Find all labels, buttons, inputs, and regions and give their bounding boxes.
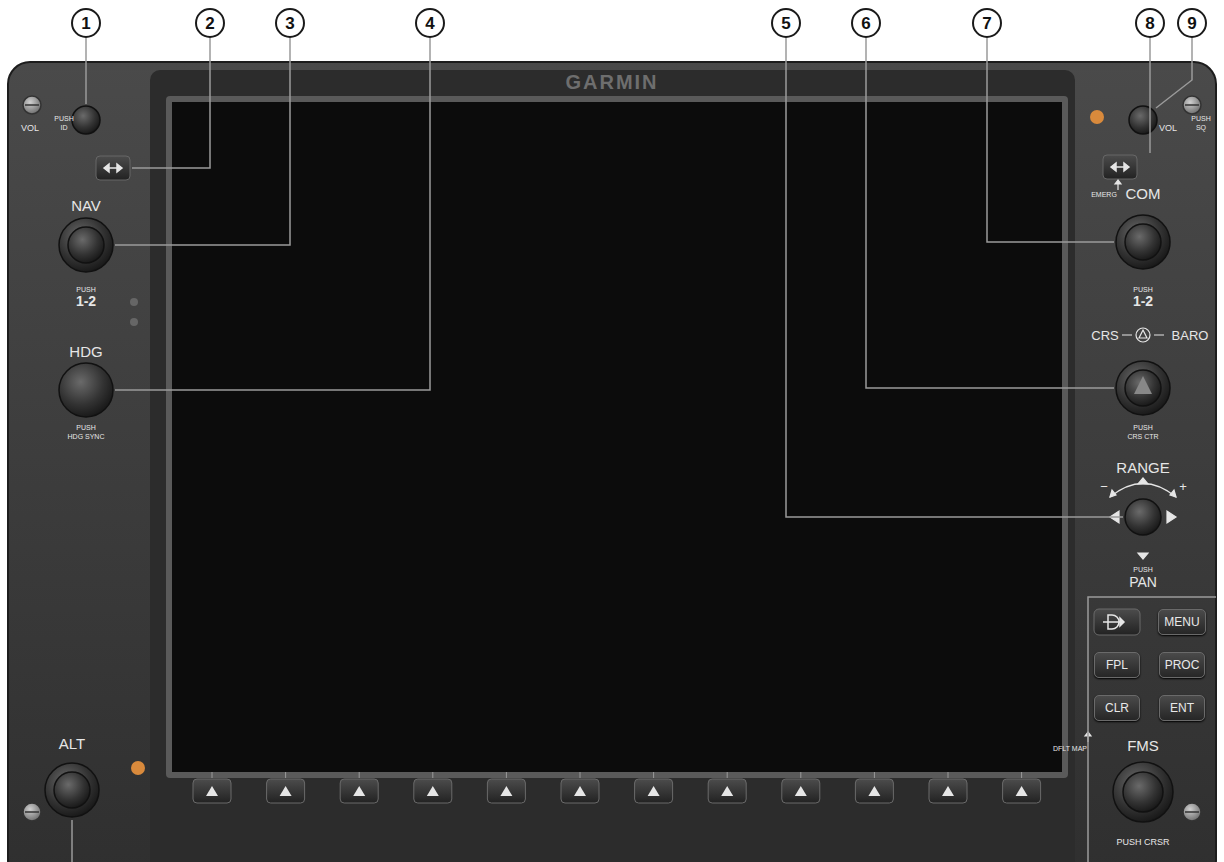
control-label: PUSH [1133,566,1152,573]
control-label: COM [1126,186,1161,201]
control-label: HDG [69,344,102,359]
callout-number: 4 [425,15,434,32]
control-label: VOL [1159,124,1177,133]
control-label: PUSH [1133,424,1152,431]
photocell [1090,110,1104,124]
callout-circle: 4 [415,8,445,38]
control-label: PUSH [76,424,95,431]
key-label: ENT [1170,702,1194,714]
key-label: CLR [1105,702,1129,714]
control-label: VOL [21,124,39,133]
control-label: 1-2 [76,294,96,308]
bezel-face [150,70,1075,862]
control-label: ALT [59,736,85,751]
bezel [8,62,1216,862]
control-label: ID [61,124,68,131]
control-label: + [1179,480,1187,493]
key-label: FPL [1106,659,1128,671]
bezel-key: CLR [1094,695,1140,721]
callout-number: 3 [285,15,294,32]
softkeys [193,772,1041,803]
screen-frame [166,96,1068,778]
callout-number: 1 [81,15,90,32]
bezel-key: FPL [1094,652,1140,678]
photocell [131,761,145,775]
callout-number: 9 [1187,15,1196,32]
callout-circle: 3 [275,8,305,38]
callout-circle: 9 [1177,8,1207,38]
key-label: PROC [1165,659,1200,671]
bezel-key: MENU [1158,609,1205,635]
control-label: HDG SYNC [68,433,105,440]
screws [23,96,1201,821]
control-label: SQ [1196,124,1206,131]
callout-number: 2 [205,15,214,32]
control-label: PUSH [1191,115,1210,122]
bezel-key: ENT [1159,695,1205,721]
control-label: PUSH CRSR [1116,838,1169,847]
control-label: PUSH [1133,286,1152,293]
callout-circle: 1 [71,8,101,38]
control-label: DFLT MAP [1053,745,1087,752]
control-label: CRS CTR [1127,433,1158,440]
brand-label: GARMIN [565,72,658,92]
callout-circle: 6 [851,8,881,38]
callout-number: 5 [781,15,790,32]
callout-number: 6 [861,15,870,32]
control-label: NAV [71,198,101,213]
bezel-key: PROC [1159,652,1206,678]
swap-buttons [96,155,1137,180]
screen [172,102,1062,772]
control-label: FMS [1127,738,1159,753]
control-label: PAN [1129,575,1157,589]
callout-circle: 5 [771,8,801,38]
indicator-dot [130,298,138,306]
direct-to-key [1094,609,1140,635]
control-label: 1-2 [1133,294,1153,308]
indicator-dot [130,318,138,326]
callout-circle: 7 [972,8,1002,38]
control-label: − [1100,480,1108,493]
knobs [45,106,1173,822]
control-label: PUSH [54,115,73,122]
key-label: MENU [1164,616,1199,628]
control-label: RANGE [1116,460,1169,475]
control-label: BARO [1172,329,1209,342]
leader-lines [72,38,1216,862]
control-label: EMERG [1091,191,1117,198]
callout-circle: 2 [195,8,225,38]
control-label: CRS [1091,329,1118,342]
callout-number: 8 [1145,15,1154,32]
callout-circle: 8 [1135,8,1165,38]
control-label: PUSH [76,286,95,293]
callout-number: 7 [982,15,991,32]
